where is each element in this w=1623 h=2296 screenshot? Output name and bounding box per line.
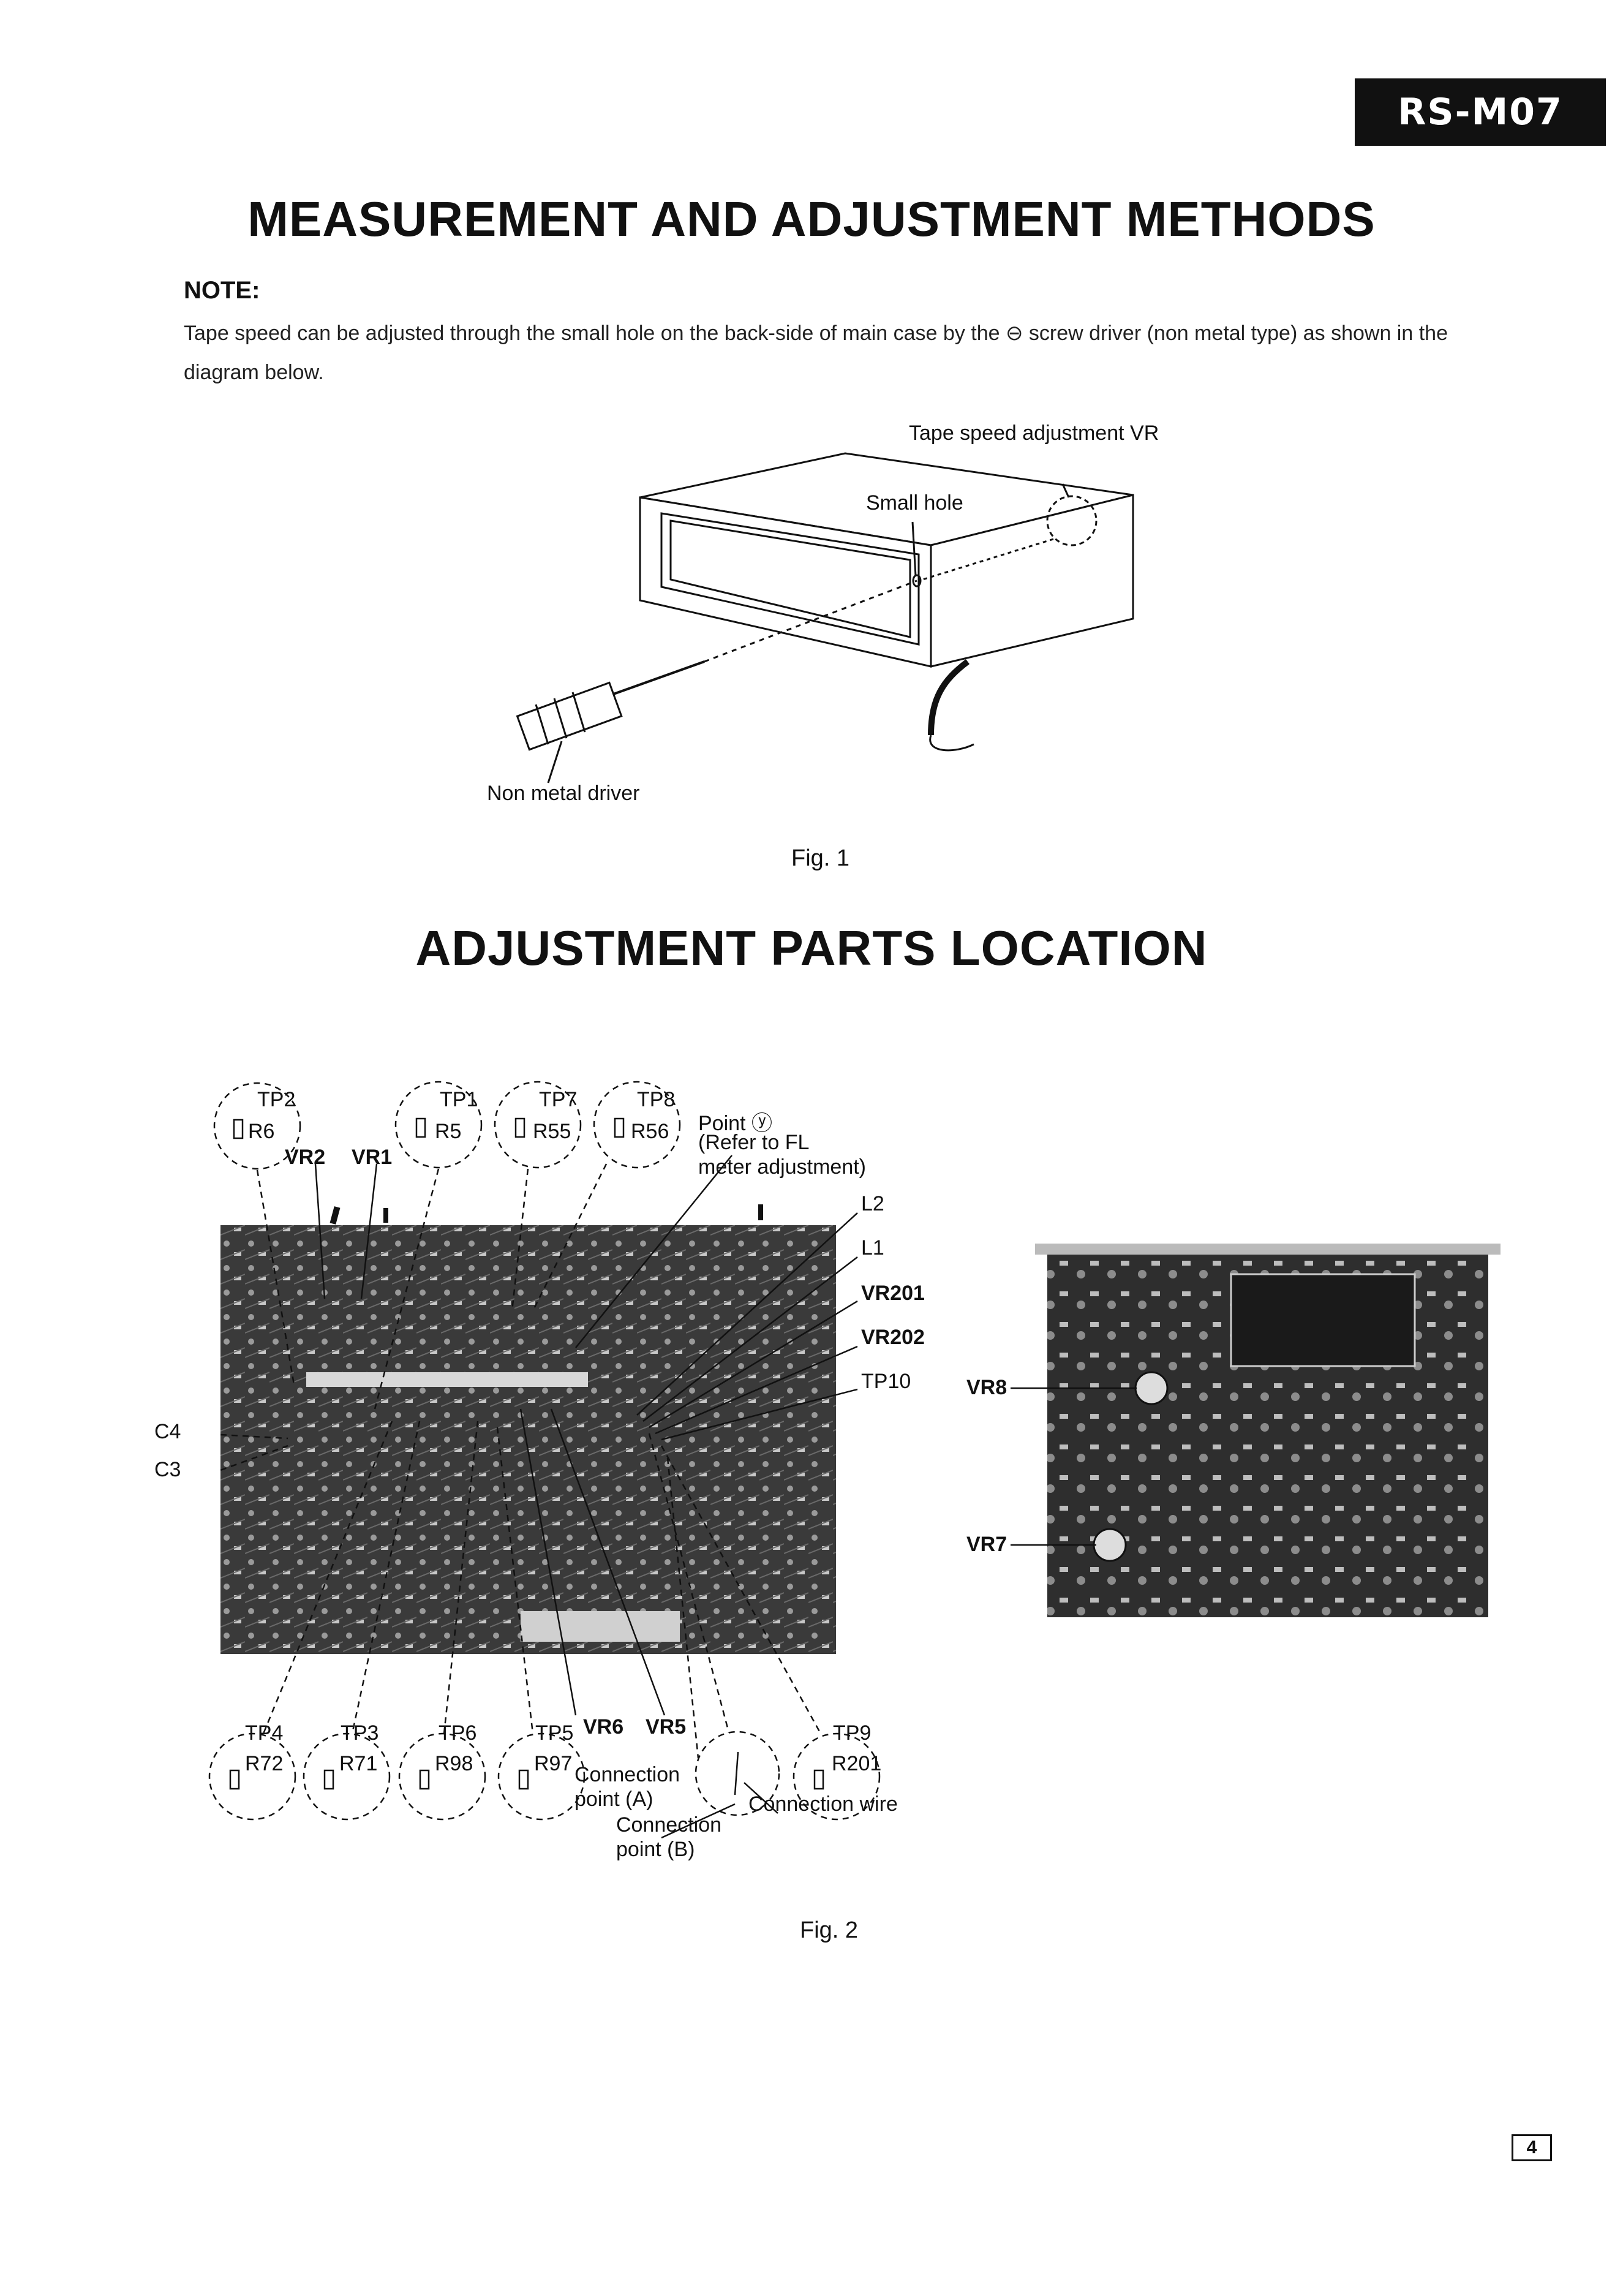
callout-r5: R5 <box>435 1120 462 1143</box>
label-refer-line1: (Refer to FL <box>698 1131 810 1154</box>
label-connection-b-2: point (B) <box>616 1838 695 1861</box>
callout-r6: R6 <box>248 1120 275 1143</box>
callout-r56: R56 <box>631 1120 669 1143</box>
label-small-hole: Small hole <box>866 491 963 515</box>
label-connection-b-1: Connection <box>616 1813 722 1837</box>
section-title-adjustment-parts: ADJUSTMENT PARTS LOCATION <box>415 921 1208 975</box>
label-vr6: VR6 <box>583 1715 624 1739</box>
label-vr201: VR201 <box>861 1282 925 1305</box>
label-vr1: VR1 <box>352 1146 393 1169</box>
page-number: 4 <box>1512 2134 1552 2161</box>
label-vr202: VR202 <box>861 1326 925 1349</box>
label-connection-wire: Connection wire <box>748 1792 898 1816</box>
label-connection-a-2: point (A) <box>574 1788 653 1811</box>
callout-tp9: TP9 <box>833 1721 872 1745</box>
label-vr2: VR2 <box>285 1146 326 1169</box>
label-tp10: TP10 <box>861 1370 911 1393</box>
callout-tp1: TP1 <box>440 1088 478 1111</box>
callout-r98: R98 <box>435 1752 473 1775</box>
label-connection-a-1: Connection <box>574 1763 680 1786</box>
fig2-board-diagram <box>208 1081 1501 1839</box>
callout-r71: R71 <box>339 1752 378 1775</box>
main-pcb-photo <box>220 1225 836 1654</box>
section-title-measurement: MEASUREMENT AND ADJUSTMENT METHODS <box>247 192 1376 246</box>
callout-r97: R97 <box>534 1752 573 1775</box>
label-vr5: VR5 <box>646 1715 687 1739</box>
callout-tp7: TP7 <box>539 1088 578 1111</box>
label-c4: C4 <box>154 1420 181 1443</box>
note-label: NOTE: <box>184 277 260 304</box>
fig1-diagram <box>516 452 1134 784</box>
label-l1: L1 <box>861 1236 884 1259</box>
fig1-caption: Fig. 1 <box>791 845 850 871</box>
label-non-metal-driver: Non metal driver <box>487 782 640 805</box>
callout-tp4: TP4 <box>245 1721 284 1745</box>
model-badge: RS-M07 <box>1355 78 1606 146</box>
fig2-caption: Fig. 2 <box>800 1917 859 1943</box>
callout-r55: R55 <box>533 1120 571 1143</box>
note-text: Tape speed can be adjusted through the s… <box>184 322 1448 384</box>
callout-tp5: TP5 <box>535 1721 574 1745</box>
label-vr8: VR8 <box>966 1376 1007 1399</box>
callout-r72: R72 <box>245 1752 284 1775</box>
callout-r201: R201 <box>832 1752 882 1775</box>
callout-tp6: TP6 <box>439 1721 477 1745</box>
label-l2: L2 <box>861 1192 884 1215</box>
callout-tp3: TP3 <box>341 1721 379 1745</box>
callout-tp2: TP2 <box>257 1088 296 1111</box>
label-c3: C3 <box>154 1458 181 1481</box>
label-vr7: VR7 <box>966 1533 1007 1556</box>
callout-tp8: TP8 <box>637 1088 676 1111</box>
label-point-y: Point ⓨ <box>698 1112 772 1135</box>
label-refer-line2: meter adjustment) <box>698 1155 866 1179</box>
label-tape-speed-vr: Tape speed adjustment VR <box>909 421 1159 445</box>
